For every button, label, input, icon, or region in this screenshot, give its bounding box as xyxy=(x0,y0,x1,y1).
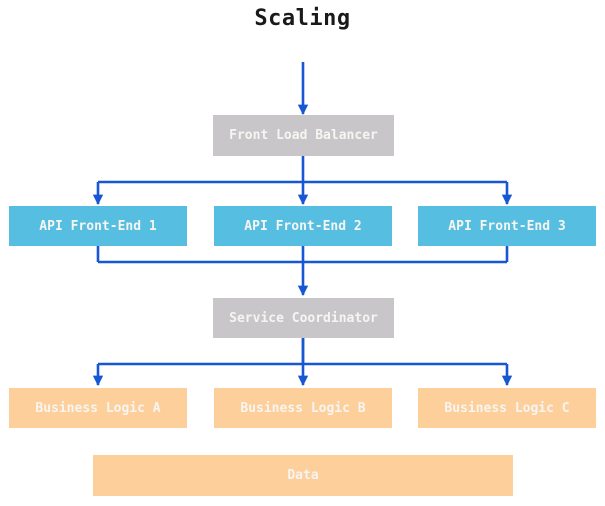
node-business-logic-a: Business Logic A xyxy=(9,388,187,428)
node-data: Data xyxy=(93,455,513,496)
node-business-logic-c: Business Logic C xyxy=(418,388,596,428)
node-api-front-end-1: API Front-End 1 xyxy=(9,206,187,246)
node-front-load-balancer: Front Load Balancer xyxy=(213,115,394,156)
node-api-front-end-2: API Front-End 2 xyxy=(214,206,392,246)
node-business-logic-b: Business Logic B xyxy=(214,388,392,428)
node-service-coordinator: Service Coordinator xyxy=(213,298,394,338)
diagram-title: Scaling xyxy=(254,6,351,31)
node-api-front-end-3: API Front-End 3 xyxy=(418,206,596,246)
